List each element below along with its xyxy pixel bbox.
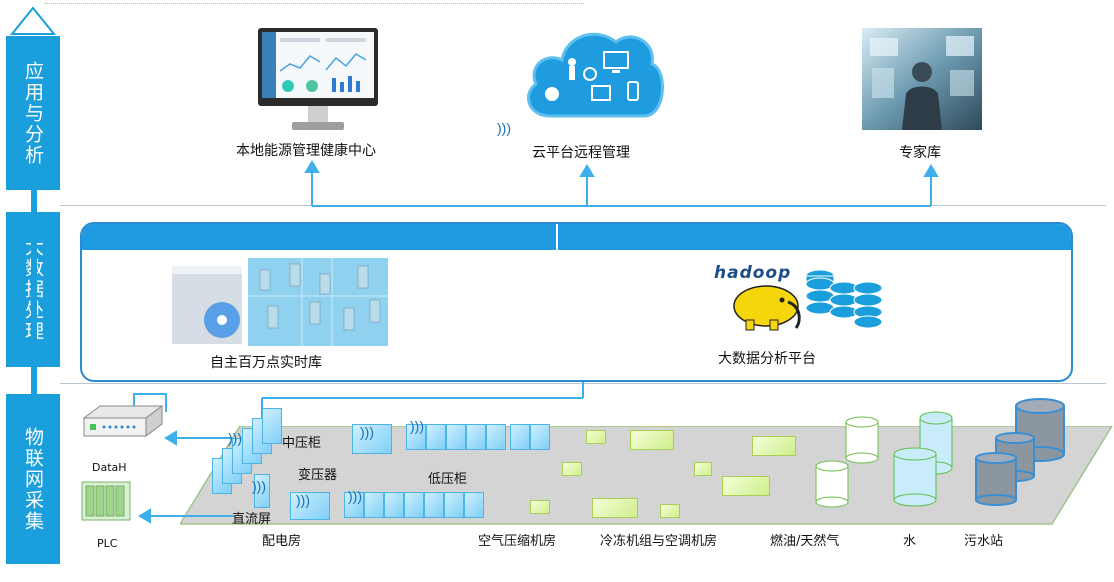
lv-cabinet xyxy=(364,492,384,518)
monitor-icon xyxy=(258,28,378,130)
dc-screen-cabinet xyxy=(254,474,270,508)
transformer-box xyxy=(290,492,330,520)
lv-cabinet xyxy=(384,492,404,518)
expert-library-label: 专家库 xyxy=(899,145,941,161)
wifi-icon: ))) xyxy=(228,430,242,446)
tier-iot-label: 物联网采集 xyxy=(22,426,44,532)
database-server-icon xyxy=(172,258,388,346)
gateway-label: DataH xyxy=(92,461,127,474)
wifi-icon: ))) xyxy=(348,488,362,504)
expert-photo xyxy=(862,28,982,130)
tier-application-label: 应用与分析 xyxy=(22,60,44,166)
compressor-unit xyxy=(586,430,606,444)
tier-iot: 物联网采集 xyxy=(6,394,60,564)
transformer-label: 变压器 xyxy=(298,468,338,483)
compressor-unit xyxy=(562,462,582,476)
plc-label: PLC xyxy=(97,537,118,550)
chiller-unit xyxy=(722,476,770,496)
compressor-unit xyxy=(530,500,550,514)
cloud-icon xyxy=(526,32,664,118)
lv-cabinet xyxy=(530,424,550,450)
lv-cabinet xyxy=(510,424,530,450)
top-dotted-line xyxy=(44,3,584,4)
wifi-icon: ))) xyxy=(296,492,310,508)
top-arrow-icon xyxy=(9,6,57,35)
lv-cabinet xyxy=(426,424,446,450)
fuel-tank-icon xyxy=(845,416,879,464)
cloud-platform-label: 云平台远程管理 xyxy=(532,145,630,161)
wifi-icon: ))) xyxy=(360,424,374,440)
fuel-tank-icon xyxy=(815,460,849,508)
distribution-room-label: 配电房 xyxy=(262,534,302,549)
lv-cabinet xyxy=(486,424,506,450)
lv-cabinet xyxy=(446,424,466,450)
dc-screen-label: 直流屏 xyxy=(232,512,272,527)
cloud-wifi-icon: ))) xyxy=(497,120,511,136)
switchgear-cabinet xyxy=(262,408,282,444)
sewage-tank-icon xyxy=(975,452,1017,506)
chiller-unit xyxy=(592,498,638,518)
water-tank-icon xyxy=(893,447,937,507)
chiller-room-label: 冷冻机组与空调机房 xyxy=(600,534,718,549)
hadoop-logo-text: hadoop xyxy=(714,263,792,283)
gateway-device-icon xyxy=(82,393,167,437)
water-tank-icon xyxy=(919,411,953,475)
chiller-unit xyxy=(630,430,674,450)
lv-cabinet xyxy=(466,424,486,450)
fuel-gas-label: 燃油/天然气 xyxy=(770,534,840,549)
lv-cabinet xyxy=(406,424,426,450)
tier-connector xyxy=(31,186,37,398)
chiller-unit xyxy=(694,462,712,476)
wifi-icon: ))) xyxy=(252,478,266,494)
panel-header-left xyxy=(82,224,556,250)
sewage-label: 污水站 xyxy=(964,534,1004,549)
bigdata-panel xyxy=(80,222,1073,382)
database-stack-icon xyxy=(805,269,883,329)
wifi-icon: ))) xyxy=(410,418,424,434)
lv-cabinet xyxy=(464,492,484,518)
lv-cabinet xyxy=(404,492,424,518)
tier-application: 应用与分析 xyxy=(6,36,60,190)
hadoop-elephant-icon xyxy=(733,285,801,331)
low-voltage-label: 低压柜 xyxy=(428,472,468,487)
chiller-unit xyxy=(752,436,796,456)
lv-cabinet xyxy=(424,492,444,518)
chiller-unit xyxy=(660,504,680,518)
realtime-db-label: 自主百万点实时库 xyxy=(210,355,322,371)
transformer-box xyxy=(352,424,392,454)
analytics-platform-label: 大数据分析平台 xyxy=(718,351,816,367)
water-label: 水 xyxy=(903,534,917,549)
local-center-label: 本地能源管理健康中心 xyxy=(236,143,376,159)
mid-voltage-label: 中压柜 xyxy=(282,436,322,451)
panel-header-right xyxy=(558,224,1071,250)
lv-cabinet xyxy=(344,492,364,518)
lv-cabinet xyxy=(444,492,464,518)
air-compressor-label: 空气压缩机房 xyxy=(478,534,557,549)
plc-device-icon xyxy=(81,481,131,521)
